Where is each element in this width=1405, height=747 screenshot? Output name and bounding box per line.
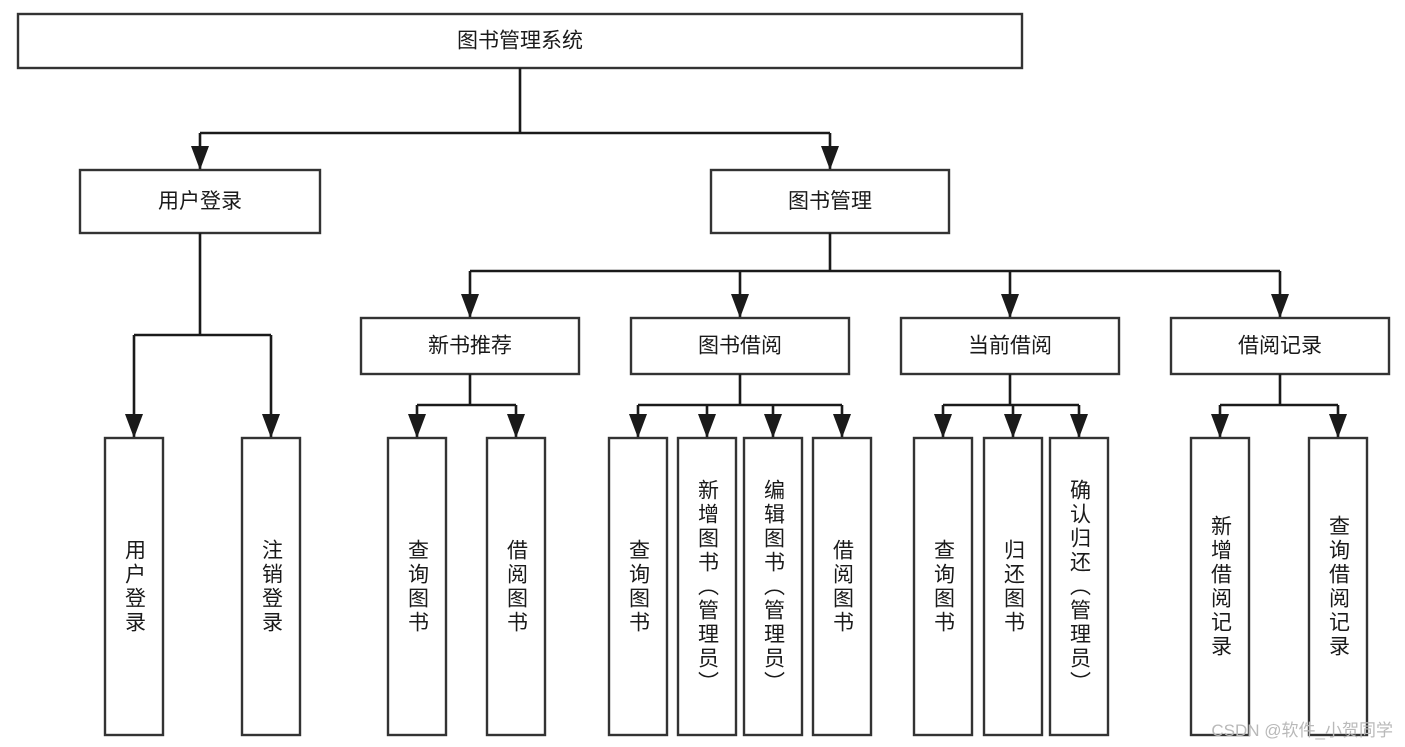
arrowhead-icon-leaf-query-book-3 (934, 414, 952, 438)
node-borrow-record[interactable] (1169, 316, 1391, 376)
arrowhead-icon-leaf-user-login (125, 414, 143, 438)
arrowhead-icon-leaf-add-book (698, 414, 716, 438)
node-leaf-logout[interactable] (240, 436, 302, 737)
arrowhead-icon-leaf-borrow-book-1 (507, 414, 525, 438)
node-user-login-label: 用户登录 (158, 190, 242, 213)
node-leaf-query-record[interactable] (1307, 436, 1369, 737)
node-leaf-user-login[interactable] (103, 436, 165, 737)
arrowhead-icon-root-1 (821, 146, 839, 170)
node-user-login[interactable] (78, 168, 322, 235)
node-leaf-query-book-2[interactable] (607, 436, 669, 737)
node-leaf-borrow-book-2[interactable] (811, 436, 873, 737)
arrowhead-icon-leaf-query-book-2 (629, 414, 647, 438)
node-new-book-rec-label: 新书推荐 (428, 335, 512, 358)
node-borrow-record-label: 借阅记录 (1238, 335, 1322, 358)
arrowhead-icon-bm-2 (1001, 294, 1019, 318)
arrowhead-icon-bm-1 (731, 294, 749, 318)
arrowhead-icon-bm-0 (461, 294, 479, 318)
node-current-borrow-label: 当前借阅 (968, 335, 1052, 358)
arrowhead-icon-leaf-query-book-1 (408, 414, 426, 438)
node-book-borrow-label: 图书借阅 (698, 335, 782, 358)
node-root-label: 图书管理系统 (457, 30, 583, 53)
node-leaf-return-book[interactable] (982, 436, 1044, 737)
node-leaf-query-book-3[interactable] (912, 436, 974, 737)
node-book-manage-label: 图书管理 (788, 190, 872, 213)
node-leaf-add-record[interactable] (1189, 436, 1251, 737)
arrowhead-icon-leaf-add-record (1211, 414, 1229, 438)
arrowhead-icon-leaf-return-book (1004, 414, 1022, 438)
arrowhead-icon-root-0 (191, 146, 209, 170)
node-book-manage[interactable] (709, 168, 951, 235)
node-book-borrow[interactable] (629, 316, 851, 376)
node-leaf-confirm-return[interactable] (1048, 436, 1110, 737)
node-leaf-add-book[interactable] (676, 436, 738, 737)
node-leaf-query-book-1[interactable] (386, 436, 448, 737)
arrowhead-icon-leaf-logout (262, 414, 280, 438)
arrowhead-icon-leaf-query-record (1329, 414, 1347, 438)
arrowhead-icon-leaf-borrow-book-2 (833, 414, 851, 438)
arrowhead-icon-leaf-confirm-return (1070, 414, 1088, 438)
node-leaf-borrow-book-1[interactable] (485, 436, 547, 737)
arrowhead-icon-bm-3 (1271, 294, 1289, 318)
node-root[interactable] (16, 12, 1024, 70)
node-leaf-edit-book[interactable] (742, 436, 804, 737)
arrowhead-icon-leaf-edit-book (764, 414, 782, 438)
